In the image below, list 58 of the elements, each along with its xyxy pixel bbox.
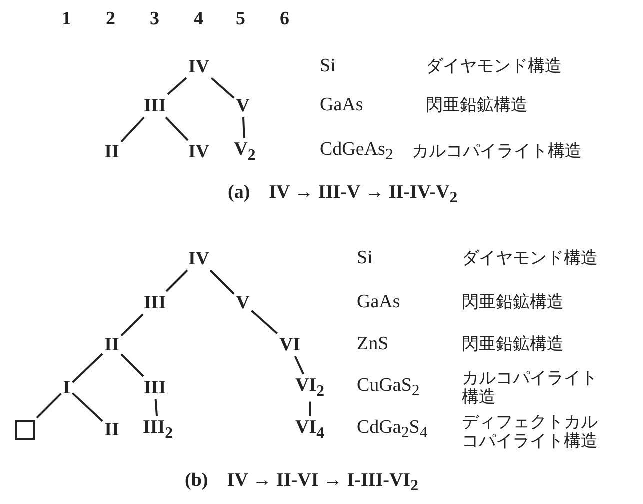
column-number: 3	[150, 10, 160, 30]
empty-box	[15, 420, 35, 440]
column-number: 5	[236, 10, 246, 30]
structure-label: カルコパイライト構造	[412, 142, 582, 162]
tree-line	[294, 356, 304, 375]
group-numeral: II	[104, 420, 120, 440]
caption: (a) IV → III-V → II-IV-V$_{2}$	[228, 182, 458, 208]
compound-label: ZnS	[357, 334, 389, 356]
group-numeral: VI$_{4}$	[295, 418, 325, 442]
column-number: 1	[62, 10, 72, 30]
tree-line	[120, 354, 144, 378]
compound-label: GaAs	[320, 96, 364, 116]
structure-label: 閃亜鉛鉱構造	[462, 336, 564, 354]
caption: (b) IV → II-VI → I-III-VI$_{2}$	[185, 470, 418, 496]
tree-line	[210, 270, 235, 295]
group-numeral: III	[144, 378, 166, 398]
group-numeral: IV	[188, 58, 210, 76]
group-numeral: II	[104, 142, 120, 162]
compound-label: GaAs	[357, 292, 400, 314]
tree-line	[210, 77, 235, 99]
structure-label: 閃亜鉛鉱構造	[462, 294, 564, 312]
tree-line	[120, 116, 145, 143]
column-number: 6	[280, 10, 290, 30]
group-numeral: V	[236, 294, 250, 312]
structure-label: 閃亜鉛鉱構造	[426, 96, 528, 116]
compound-label: CdGeAs$_{2}$	[320, 140, 394, 164]
structure-label: ダイヤモンド構造	[462, 250, 598, 268]
tree-line	[36, 393, 62, 419]
group-numeral: III	[144, 294, 166, 312]
group-numeral: VI	[279, 336, 301, 354]
structure-label: カルコパイライト構造	[462, 369, 599, 407]
group-numeral: I	[63, 378, 71, 398]
column-number: 4	[194, 10, 204, 30]
column-number: 2	[106, 10, 116, 30]
structure-label: ディフェクトカルコパイライト構造	[462, 413, 599, 451]
structure-label: ダイヤモンド構造	[426, 58, 562, 76]
tree-line	[120, 314, 144, 337]
tree-line	[72, 353, 104, 384]
compound-label: CdGa$_{2}$S$_{4}$	[357, 418, 428, 442]
tree-line	[165, 116, 189, 142]
compound-label: CuGaS$_{2}$	[357, 376, 420, 400]
tree-line	[242, 117, 246, 138]
tree-line	[251, 310, 278, 335]
group-numeral: III	[144, 96, 166, 116]
group-numeral: II	[104, 336, 120, 354]
group-numeral: VI$_{2}$	[295, 376, 325, 400]
group-numeral: III$_{2}$	[142, 418, 174, 442]
tree-line	[309, 402, 311, 416]
tree-line	[72, 392, 104, 422]
group-numeral: V	[236, 96, 250, 116]
tree-line	[154, 399, 158, 416]
group-numeral: IV	[188, 250, 210, 268]
tree-line	[167, 77, 188, 96]
group-numeral: V$_{2}$	[234, 140, 256, 164]
compound-label: Si	[320, 56, 336, 78]
tree-line	[166, 270, 188, 292]
group-numeral: IV	[188, 142, 210, 162]
compound-label: Si	[357, 248, 373, 270]
